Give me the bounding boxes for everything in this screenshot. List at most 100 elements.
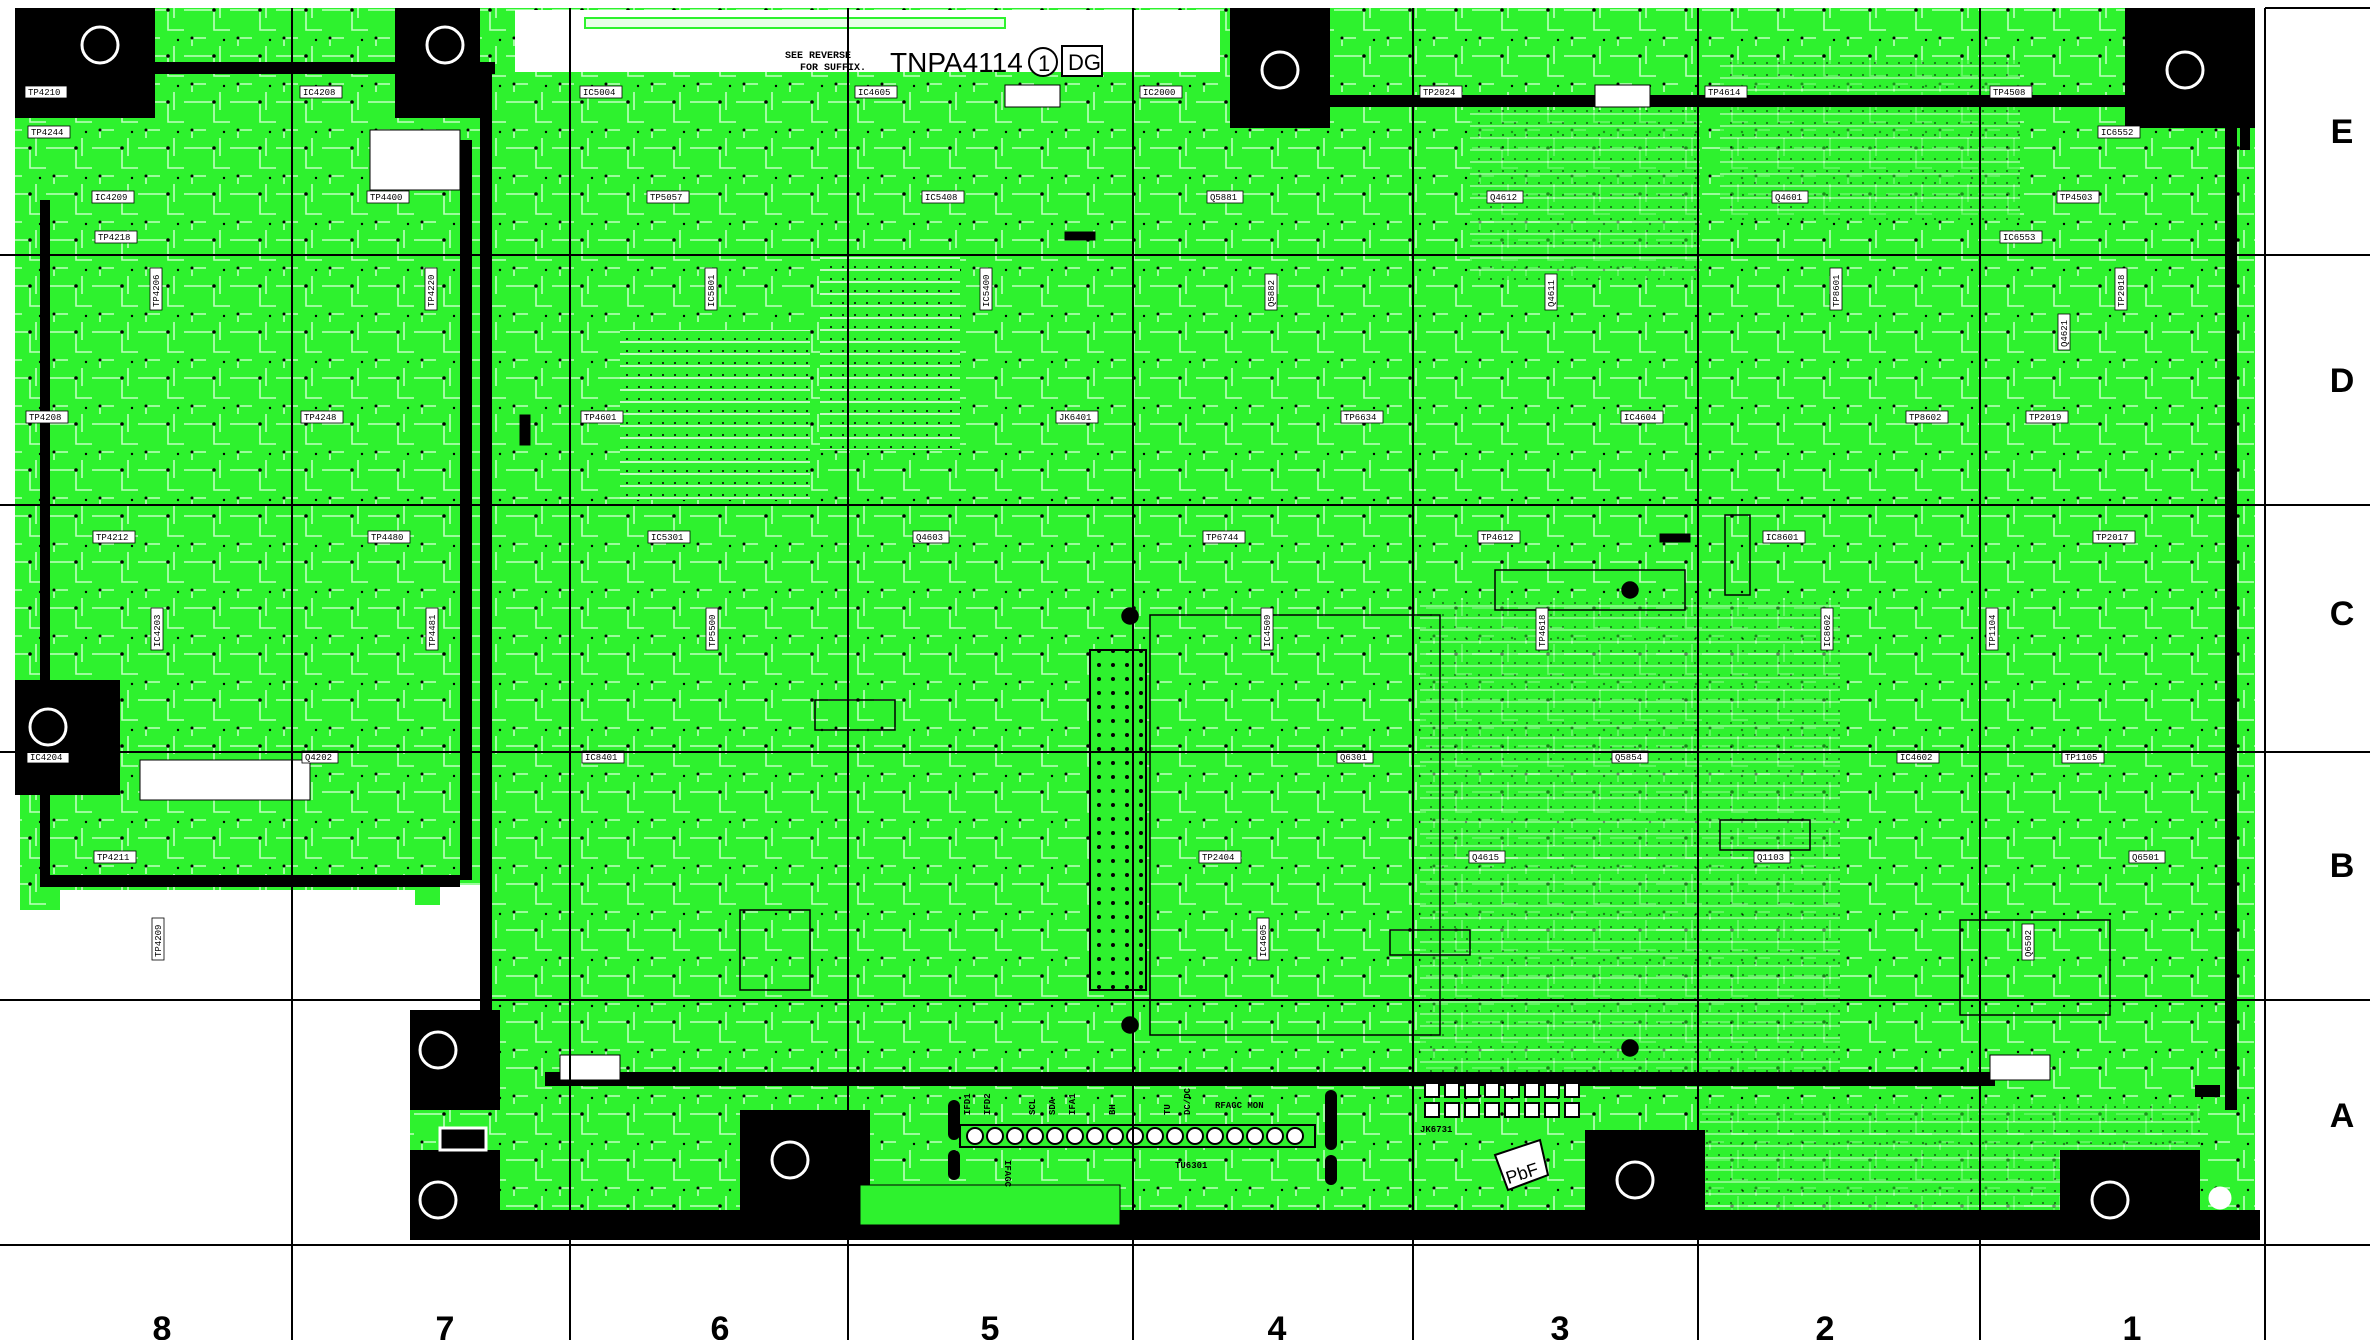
component-label: IC2000 [1139, 85, 1183, 99]
component-ref-tp4212: TP4212 [96, 533, 128, 543]
component-label-box [1486, 190, 1524, 204]
component-label: TP4244 [27, 125, 71, 139]
component-ref-ic4203: IC4203 [153, 615, 163, 647]
component-label: Q1103 [1753, 850, 1791, 864]
component-label: Q4621 [2057, 313, 2071, 351]
component-label-box [1139, 85, 1183, 99]
component-label-box [1535, 607, 1549, 651]
component-ref-ic4208: IC4208 [303, 88, 335, 98]
component-label: TP4508 [1989, 85, 2033, 99]
component-label: TP4618 [1535, 607, 1549, 651]
component-label: TP8601 [1829, 267, 1843, 311]
component-label: IC4604 [1620, 410, 1664, 424]
connector-pin-labels: IFD1 IFD2 SCL SDA IFA1 BH TU DC/DC RFAGC… [963, 1079, 1453, 1188]
component-label: TP4218 [94, 230, 138, 244]
component-label-box [367, 530, 411, 544]
component-label-box [646, 190, 690, 204]
pads [139, 84, 2051, 1226]
jack-label: JK6731 [1420, 1125, 1453, 1135]
component-label: IC4605 [854, 85, 898, 99]
component-label-box [1468, 850, 1506, 864]
suffix-note-line2: FOR SUFFIX. [800, 63, 866, 74]
component-ref-ic6552: IC6552 [2101, 128, 2133, 138]
component-ref-ic4604: IC4604 [1624, 413, 1656, 423]
component-label-box [1989, 85, 2033, 99]
component-label: TP4220 [424, 267, 438, 311]
component-label-box [2021, 923, 2035, 961]
component-ref-tp6744: TP6744 [1206, 533, 1238, 543]
component-ref-jk6401: JK6401 [1059, 413, 1091, 423]
component-label-box [1202, 530, 1246, 544]
part-number: TNPA4114 [890, 47, 1023, 78]
component-ref-tp4601: TP4601 [584, 413, 616, 423]
component-label-box [92, 530, 136, 544]
column-label-3: 3 [1551, 1310, 1570, 1340]
pin-label-tu: TU [1163, 1104, 1173, 1115]
component-label: IC6553 [1999, 230, 2043, 244]
component-ref-ic4204: IC4204 [30, 753, 62, 763]
suffix-note-line1: SEE REVERSE [785, 51, 851, 62]
component-label: IC5400 [979, 267, 993, 311]
component-label: IC5301 [647, 530, 691, 544]
solder-mask [15, 8, 2260, 1240]
component-label: TP4480 [367, 530, 411, 544]
component-ref-tp5500: TP5500 [708, 615, 718, 647]
component-ref-ic5400: IC5400 [982, 275, 992, 307]
component-ref-tp4209: TP4209 [154, 925, 164, 957]
component-ref-ic5301: IC5301 [651, 533, 683, 543]
component-label-box [1985, 607, 1999, 651]
component-ref-q4611: Q4611 [1547, 280, 1557, 307]
component-ref-tp4218: TP4218 [98, 233, 130, 243]
revision-circle [1028, 47, 1058, 77]
component-ref-tp2017: TP2017 [2096, 533, 2128, 543]
component-label-box [424, 267, 438, 311]
column-label-6: 6 [711, 1310, 730, 1340]
component-label-box [2092, 530, 2136, 544]
component-label-box [1544, 273, 1558, 311]
component-label-box [705, 607, 719, 651]
component-label-box [300, 410, 344, 424]
pin-label-rfagc-mon: RFAGC MON [1215, 1101, 1264, 1111]
component-label-box [91, 190, 135, 204]
component-label-box [2025, 410, 2069, 424]
component-ref-tp2404: TP2404 [1202, 853, 1234, 863]
component-ref-q5854: Q5854 [1615, 753, 1642, 763]
column-label-5: 5 [981, 1310, 1000, 1340]
component-ref-tp4400: TP4400 [370, 193, 402, 203]
component-ref-ic8401: IC8401 [585, 753, 617, 763]
component-label-box [425, 607, 439, 651]
component-ref-tp4481: TP4481 [428, 615, 438, 647]
component-label: Q4603 [912, 530, 950, 544]
component-label-box [979, 267, 993, 311]
row-label-b: B [2330, 847, 2355, 885]
component-label-box [1704, 85, 1748, 99]
component-label: TP2024 [1419, 85, 1463, 99]
component-label-box [2128, 850, 2166, 864]
component-label-box [1999, 230, 2043, 244]
component-label: Q6502 [2021, 923, 2035, 961]
component-label: TP4212 [92, 530, 136, 544]
component-ref-ic4602: IC4602 [1900, 753, 1932, 763]
component-ref-tp8602: TP8602 [1909, 413, 1941, 423]
component-label: IC4509 [1260, 607, 1274, 651]
component-label-box [150, 607, 164, 651]
component-label: Q5882 [1264, 273, 1278, 311]
component-labels: TP4210IC4209TP4206TP4208TP4212IC4203IC42… [24, 85, 2166, 961]
column-label-2: 2 [1816, 1310, 1835, 1340]
component-label-box [921, 190, 965, 204]
component-label: IC4208 [299, 85, 343, 99]
component-label-box [1477, 530, 1521, 544]
component-label-box [27, 125, 71, 139]
component-ref-q4615: Q4615 [1472, 853, 1499, 863]
component-label-box [2057, 313, 2071, 351]
component-ref-tp1105: TP1105 [2065, 753, 2097, 763]
component-label-box [1256, 917, 1270, 961]
jack-header [1424, 1082, 1580, 1118]
column-label-1: 1 [2123, 1310, 2142, 1340]
component-label-box [1620, 410, 1664, 424]
component-label-box [580, 410, 624, 424]
component-label: Q4611 [1544, 273, 1558, 311]
component-ref-q4621: Q4621 [2060, 320, 2070, 347]
grid-row-labels: E D C B A [2330, 113, 2355, 1135]
reference-grid [0, 7, 2370, 1340]
